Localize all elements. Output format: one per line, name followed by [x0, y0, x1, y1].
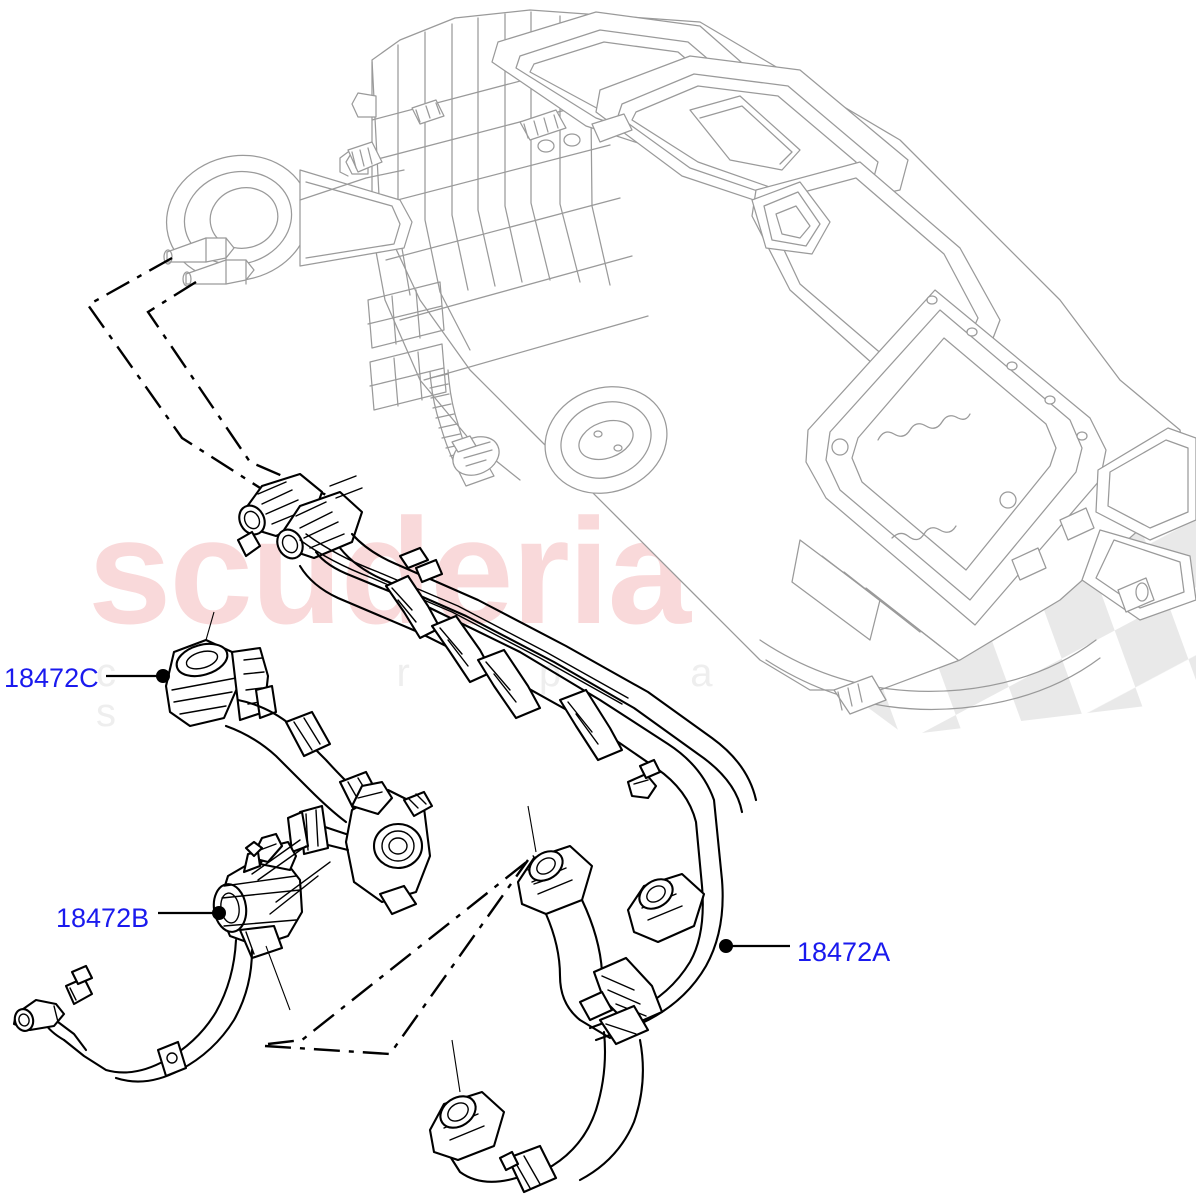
callout-label-18472C: 18472C [4, 663, 99, 693]
assembly-reference-line-upper [86, 256, 339, 502]
hose-clamp [558, 688, 624, 762]
callout-label-18472B: 18472B [56, 903, 150, 933]
hose-clamp [476, 648, 542, 720]
coolant-tee-body [344, 780, 434, 916]
part-18472B-pump [12, 832, 331, 1083]
hose-clamp [498, 1144, 558, 1194]
hose-tee-clamp [578, 956, 664, 1046]
qc-connector-c [164, 638, 278, 728]
hose-clamp [286, 804, 330, 856]
callout-dot-c [156, 669, 170, 683]
callout-dot-b [212, 906, 226, 920]
qc-connector-lower-middle [626, 872, 706, 944]
qc-connector-bottom [428, 1090, 506, 1162]
hose-clamp [284, 710, 332, 758]
hose-clamp [156, 1040, 188, 1078]
assembly-reference-line-lower [264, 855, 535, 1056]
part-18472A-hose [236, 472, 790, 1194]
hvac-heater-assembly [163, 9, 1196, 715]
callout-label-18472A: 18472A [797, 937, 891, 967]
qc-connector-lower-left [516, 844, 594, 916]
callout-dot-a [719, 939, 733, 953]
part-18472C-hose [106, 638, 434, 916]
qc-connector-upper-right [276, 490, 364, 560]
